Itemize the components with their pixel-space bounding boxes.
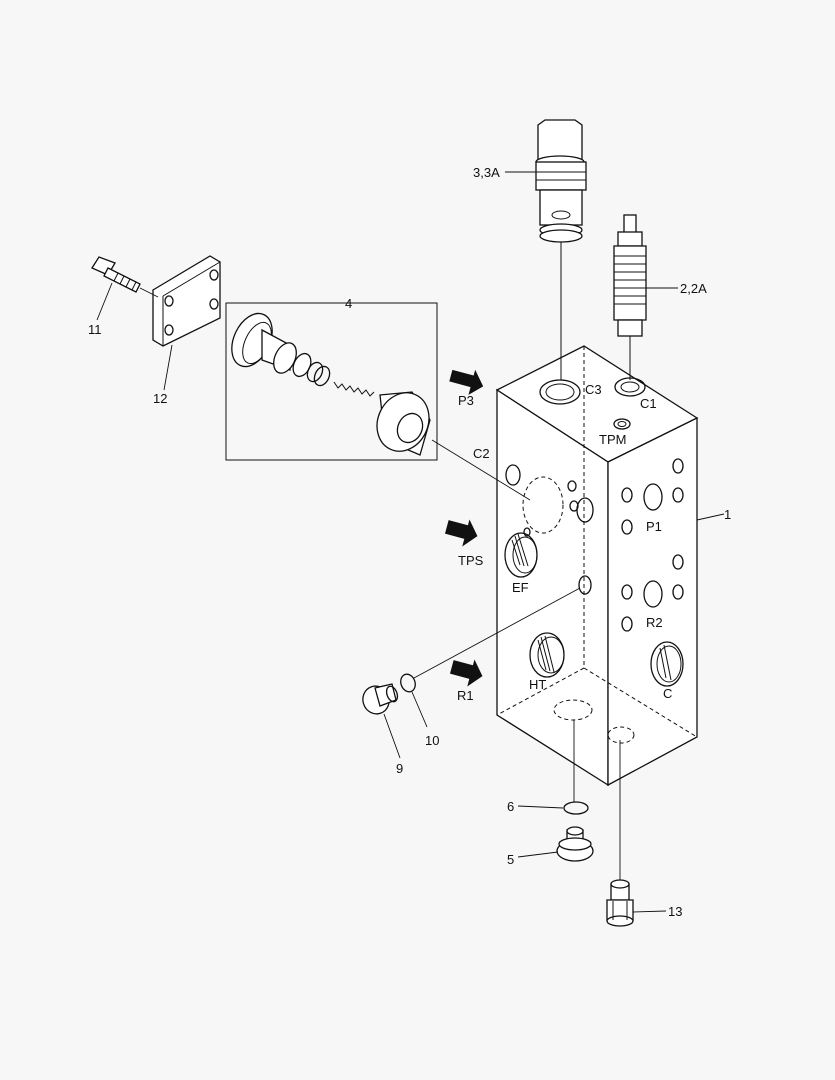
flow-label-r1: R1 <box>457 688 474 703</box>
flow-arrow-tps <box>444 519 478 547</box>
port-label-c1: C1 <box>640 396 657 411</box>
port-label-p1: P1 <box>646 519 662 534</box>
flow-label-p3: P3 <box>458 393 474 408</box>
cover-plate <box>152 255 221 347</box>
callout-4: 4 <box>345 296 352 311</box>
o-ring-10 <box>400 587 581 693</box>
cartridge-valve-3 <box>535 119 587 380</box>
plug-13 <box>606 740 634 927</box>
cartridge-valve-2 <box>613 214 647 380</box>
port-label-ef: EF <box>512 580 529 595</box>
callout-11: 11 <box>88 322 102 337</box>
port-label-c: C <box>663 686 672 701</box>
plug-5 <box>556 826 594 862</box>
flow-arrow-p3 <box>449 369 484 395</box>
callout-13: 13 <box>668 904 682 919</box>
flow-label-tps: TPS <box>458 553 484 568</box>
valve-assembly-box <box>225 302 531 501</box>
port-label-c3: C3 <box>585 382 602 397</box>
callout-2: 2,2A <box>680 281 707 296</box>
plug-9 <box>362 683 399 715</box>
port-label-ht: HT <box>529 677 546 692</box>
callout-5: 5 <box>507 852 514 867</box>
callout-12: 12 <box>153 391 167 406</box>
callout-9: 9 <box>396 761 403 776</box>
callout-leaders <box>96 171 725 913</box>
flow-arrow-r1 <box>449 659 483 687</box>
port-label-r2: R2 <box>646 615 663 630</box>
port-label-tpm: TPM <box>599 432 626 447</box>
callout-1: 1 <box>724 507 731 522</box>
o-ring-6 <box>563 720 589 815</box>
cap-screw <box>91 256 159 298</box>
callout-3: 3,3A <box>473 165 500 180</box>
manifold-block <box>495 345 699 787</box>
callout-6: 6 <box>507 799 514 814</box>
port-label-c2: C2 <box>473 446 490 461</box>
callout-10: 10 <box>425 733 439 748</box>
